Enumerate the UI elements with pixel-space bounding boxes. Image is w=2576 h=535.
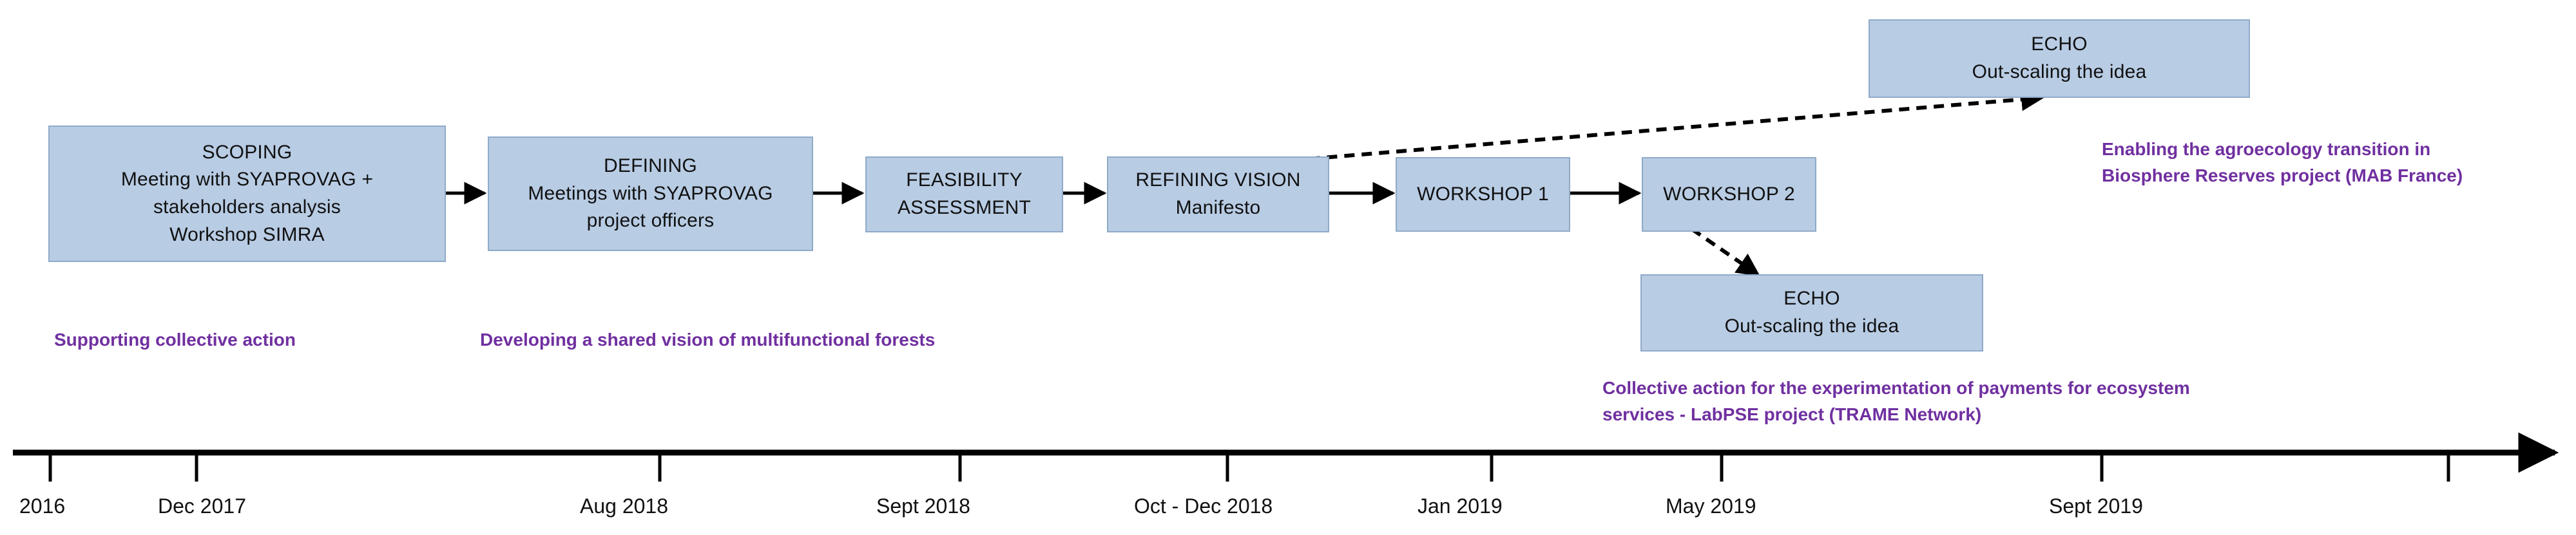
timeline-label-aug-2018-text: Aug 2018 (580, 494, 669, 518)
connector-workshop2-to-echo-bottom (1691, 227, 1760, 277)
timeline-label-may-2019: May 2019 (1666, 494, 1756, 518)
stage-box-feasibility-assessment[interactable]: FEASIBILITY ASSESSMENT (865, 156, 1063, 232)
stage-box-scoping-line-3: stakeholders analysis (153, 196, 341, 218)
stage-box-defining[interactable]: DEFINING Meetings with SYAPROVAG project… (488, 136, 813, 251)
timeline-label-sept-2018-text: Sept 2018 (876, 494, 970, 518)
timeline-label-oct-dec-2018: Oct - Dec 2018 (1134, 494, 1273, 518)
timeline-label-2016-text: 2016 (19, 494, 66, 518)
stage-box-defining-line-2: Meetings with SYAPROVAG (528, 182, 773, 204)
stage-box-workshop-1-label: WORKSHOP 1 (1417, 183, 1549, 205)
caption-enabling-agroecology-transition: Enabling the agroecology transition in B… (2102, 136, 2463, 189)
stage-box-echo-top[interactable]: ECHO Out-scaling the idea (1869, 19, 2250, 98)
caption-developing-shared-vision: Developing a shared vision of multifunct… (480, 327, 935, 353)
stage-box-echo-top-line-1: ECHO (2031, 33, 2088, 55)
timeline-label-2016: 2016 (19, 494, 65, 518)
caption-collective-action-labpse: Collective action for the experimentatio… (1602, 375, 2190, 427)
caption-collective-line-1: Collective action for the experimentatio… (1602, 378, 2190, 398)
stage-box-workshop-1[interactable]: WORKSHOP 1 (1396, 157, 1570, 232)
stage-box-refining-vision-line-2: Manifesto (1175, 197, 1261, 218)
timeline-label-sept-2019-text: Sept 2019 (2049, 494, 2143, 518)
caption-enabling-line-1: Enabling the agroecology transition in (2102, 139, 2431, 159)
stage-box-workshop-2[interactable]: WORKSHOP 2 (1642, 157, 1816, 232)
caption-supporting-collective-action: Supporting collective action (54, 327, 296, 353)
stage-box-refining-vision[interactable]: REFINING VISION Manifesto (1107, 156, 1329, 232)
caption-supporting-text: Supporting collective action (54, 330, 296, 350)
caption-enabling-line-2: Biosphere Reserves project (MAB France) (2102, 165, 2463, 185)
stage-box-scoping-line-2: Meeting with SYAPROVAG + (120, 169, 374, 191)
caption-collective-line-2: services - LabPSE project (TRAME Network… (1602, 404, 1982, 424)
timeline-label-sept-2018: Sept 2018 (876, 494, 970, 518)
stage-box-echo-bottom-line-2: Out-scaling the idea (1724, 315, 1899, 337)
stage-box-echo-top-line-2: Out-scaling the idea (1972, 61, 2147, 82)
timeline-label-dec-2017-text: Dec 2017 (158, 494, 246, 518)
timeline-label-aug-2018: Aug 2018 (580, 494, 668, 518)
caption-developing-text: Developing a shared vision of multifunct… (480, 330, 936, 350)
timeline-label-jan-2019: Jan 2019 (1418, 494, 1503, 518)
stage-box-scoping[interactable]: SCOPING Meeting with SYAPROVAG + stakeho… (48, 126, 446, 262)
stage-box-feasibility-line-1: FEASIBILITY (906, 169, 1023, 191)
stage-box-feasibility-line-2: ASSESSMENT (897, 197, 1032, 218)
stage-box-defining-line-3: project officers (586, 210, 715, 232)
timeline-ticks (48, 453, 2450, 482)
stage-box-refining-vision-line-1: REFINING VISION (1135, 169, 1301, 191)
connector-refining-to-echo-top (1222, 88, 2045, 168)
stage-box-workshop-2-label: WORKSHOP 2 (1663, 183, 1795, 205)
timeline-label-dec-2017: Dec 2017 (158, 494, 246, 518)
timeline-label-may-2019-text: May 2019 (1666, 494, 1756, 518)
stage-box-scoping-line-1: SCOPING (202, 141, 293, 163)
stage-box-echo-bottom-line-1: ECHO (1783, 288, 1840, 310)
stage-box-scoping-line-4: Workshop SIMRA (169, 223, 325, 245)
stage-box-echo-bottom[interactable]: ECHO Out-scaling the idea (1640, 274, 1983, 352)
timeline-label-jan-2019-text: Jan 2019 (1418, 494, 1503, 518)
timeline-label-oct-dec-2018-text: Oct - Dec 2018 (1134, 494, 1273, 518)
stage-box-defining-line-1: DEFINING (604, 155, 697, 177)
timeline-label-sept-2019: Sept 2019 (2049, 494, 2143, 518)
